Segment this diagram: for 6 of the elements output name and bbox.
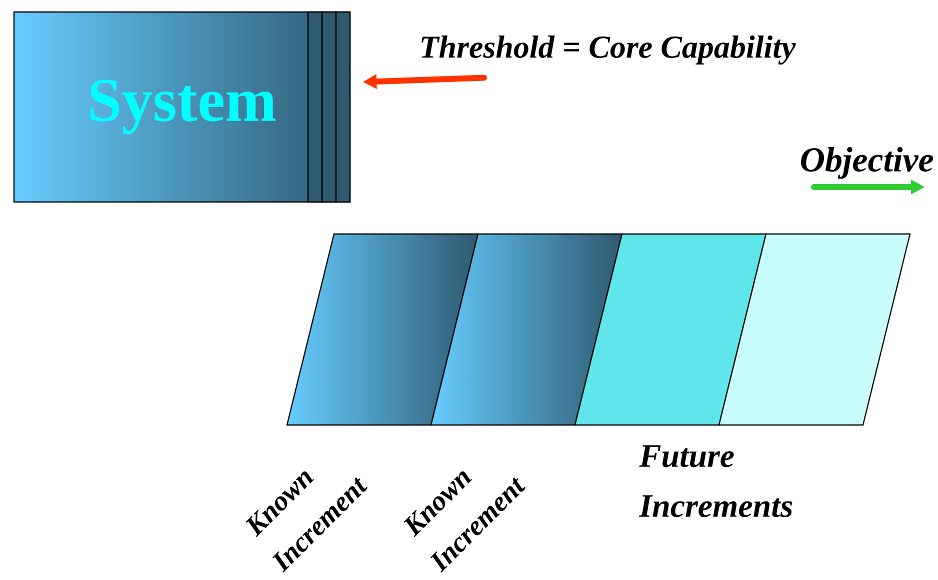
system-box: System xyxy=(13,11,351,203)
caption-text: Threshold = Core Capability xyxy=(422,35,796,65)
caption-text: Objective xyxy=(800,147,934,179)
increment-segment xyxy=(574,233,767,426)
increment-label: Future Increments xyxy=(638,445,792,518)
increment-segment xyxy=(718,233,911,426)
